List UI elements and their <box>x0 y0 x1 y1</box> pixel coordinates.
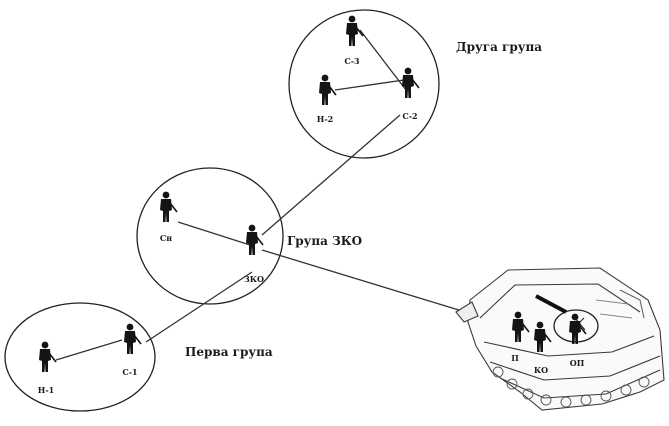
link-c3-c2 <box>359 29 407 91</box>
label-op: ОП <box>570 358 585 368</box>
link-zko-c1 <box>145 271 253 343</box>
label-c2: С-2 <box>402 111 417 121</box>
label-c3-top: С-3 <box>344 56 360 66</box>
link-zko-vehicle <box>261 249 486 319</box>
first-group-ellipse <box>4 302 156 412</box>
soldier-cn-icon <box>159 190 178 223</box>
label-h2: Н-2 <box>317 114 333 124</box>
label-first-group: Перва група <box>185 345 273 359</box>
label-p: П <box>511 353 519 363</box>
label-cn: Сн <box>160 233 172 243</box>
soldier-zko-icon <box>245 223 264 256</box>
soldier-h2-icon <box>318 73 337 106</box>
label-c1: С-1 <box>122 367 137 377</box>
armored-vehicle <box>455 267 665 411</box>
link-h2-c2 <box>334 79 405 91</box>
soldier-h1-icon <box>38 340 57 373</box>
label-second-group: Друга група <box>456 40 542 54</box>
link-c2-zko <box>261 114 401 236</box>
command-group-ellipse <box>136 167 284 305</box>
link-h1-c1 <box>55 339 123 361</box>
soldier-c2-icon <box>401 66 420 99</box>
label-command-group: Група ЗКО <box>287 234 362 248</box>
label-ko: КО <box>534 365 548 375</box>
label-h1: Н-1 <box>38 385 54 395</box>
connection-lines <box>55 29 486 361</box>
label-zko: ЗКО <box>244 274 264 284</box>
soldier-c1-icon <box>123 322 142 355</box>
link-cn-zko <box>177 221 251 246</box>
second-group-ellipse <box>288 9 440 159</box>
